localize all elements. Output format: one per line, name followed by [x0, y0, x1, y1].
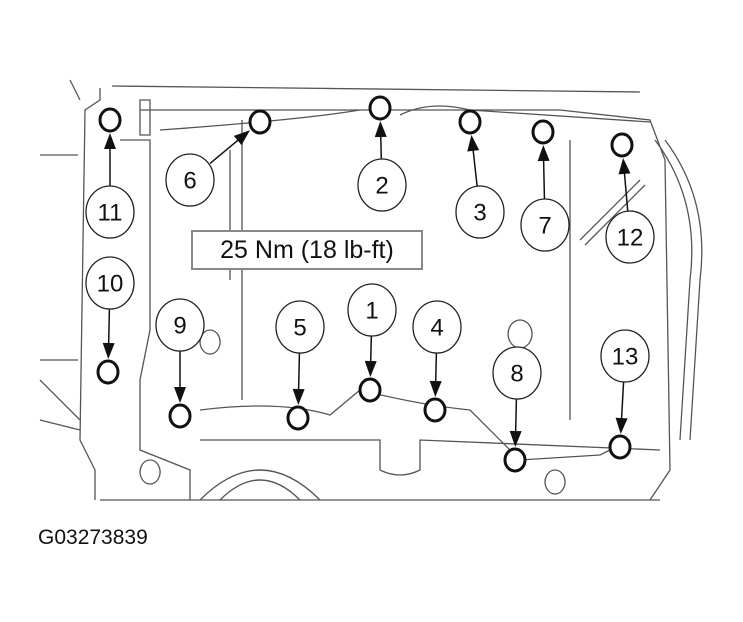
callout-number: 10 — [97, 271, 124, 298]
arrow-line — [623, 171, 629, 212]
arrow-line — [472, 148, 478, 187]
callout-number: 5 — [293, 315, 306, 342]
arrow-head-icon — [292, 388, 305, 406]
arrow-line — [542, 158, 546, 200]
arrow-line — [379, 134, 383, 160]
bolt-4 — [423, 397, 447, 423]
bolt-13 — [608, 434, 632, 460]
bolt-10 — [96, 359, 120, 385]
arrow-line — [514, 398, 518, 434]
arrow-line — [434, 352, 438, 384]
arrow-head-icon — [509, 430, 522, 448]
arrow-line — [369, 335, 373, 364]
bolt-callout-9: 9 — [155, 298, 205, 429]
callout-circle — [520, 198, 570, 252]
bolt-callout-10: 10 — [85, 256, 135, 385]
bolt-12 — [610, 132, 634, 158]
callout-number: 7 — [538, 213, 551, 240]
bolt-3 — [458, 109, 482, 135]
arrow-head-icon — [374, 120, 387, 138]
bolt-callout-5: 5 — [275, 300, 325, 431]
callout-number: 2 — [375, 173, 388, 200]
arrow-head-icon — [615, 417, 628, 435]
callout-circle — [605, 210, 655, 264]
arrow-head-icon — [429, 380, 442, 398]
arrow-line — [107, 308, 111, 346]
bolt-callout-2: 2 — [357, 95, 407, 212]
callout-number: 4 — [430, 315, 443, 342]
bolt-9 — [168, 403, 192, 429]
callout-number: 1 — [365, 298, 378, 325]
arrow-head-icon — [467, 134, 480, 152]
callout-circle — [85, 256, 135, 310]
arrow-head-icon — [104, 133, 116, 149]
callout-circle — [600, 329, 650, 383]
arrow-line — [297, 352, 301, 392]
bolt-callout-1: 1 — [347, 283, 397, 403]
bolt-7 — [531, 119, 555, 145]
bolt-callout-6: 6 — [165, 109, 272, 207]
callout-number: 9 — [173, 313, 186, 340]
bolt-2 — [368, 95, 392, 121]
callout-circle — [412, 300, 462, 354]
bolt-callout-13: 13 — [600, 329, 650, 460]
bolt-callout-4: 4 — [412, 300, 462, 423]
callout-circle — [155, 298, 205, 352]
bolt-5 — [286, 405, 310, 431]
callout-circle — [357, 158, 407, 212]
arrow-line — [620, 381, 625, 421]
arrow-head-icon — [364, 360, 377, 378]
bolt-11 — [98, 107, 122, 133]
callout-number: 11 — [98, 200, 123, 227]
callout-circle — [275, 300, 325, 354]
callout-circle — [455, 185, 505, 239]
bolt-1 — [358, 377, 382, 403]
callout-number: 12 — [617, 225, 644, 252]
callout-number: 13 — [612, 344, 639, 371]
callout-number: 8 — [510, 361, 523, 388]
bolt-callout-11: 11 — [85, 107, 135, 239]
arrow-head-icon — [537, 144, 550, 162]
callout-circle — [492, 346, 542, 400]
arrow-head-icon — [174, 387, 186, 403]
bolt-callout-12: 12 — [605, 132, 655, 264]
callout-circle — [347, 283, 397, 337]
arrow-line — [209, 138, 240, 164]
bolt-callout-7: 7 — [520, 119, 570, 252]
bolt-8 — [503, 447, 527, 473]
arrow-head-icon — [233, 130, 250, 146]
callout-circle — [85, 185, 135, 239]
figure-id: G03273839 — [38, 526, 148, 549]
callout-number: 3 — [473, 200, 486, 227]
bolt-6 — [248, 109, 272, 135]
bolt-callout-8: 8 — [492, 346, 542, 473]
arrow-head-icon — [618, 157, 631, 175]
callout-number: 6 — [183, 168, 196, 195]
arrow-head-icon — [102, 342, 115, 360]
bolt-callout-3: 3 — [455, 109, 505, 239]
callout-circle — [165, 153, 215, 207]
torque-spec-label: 25 Nm (18 lb-ft) — [191, 230, 423, 270]
